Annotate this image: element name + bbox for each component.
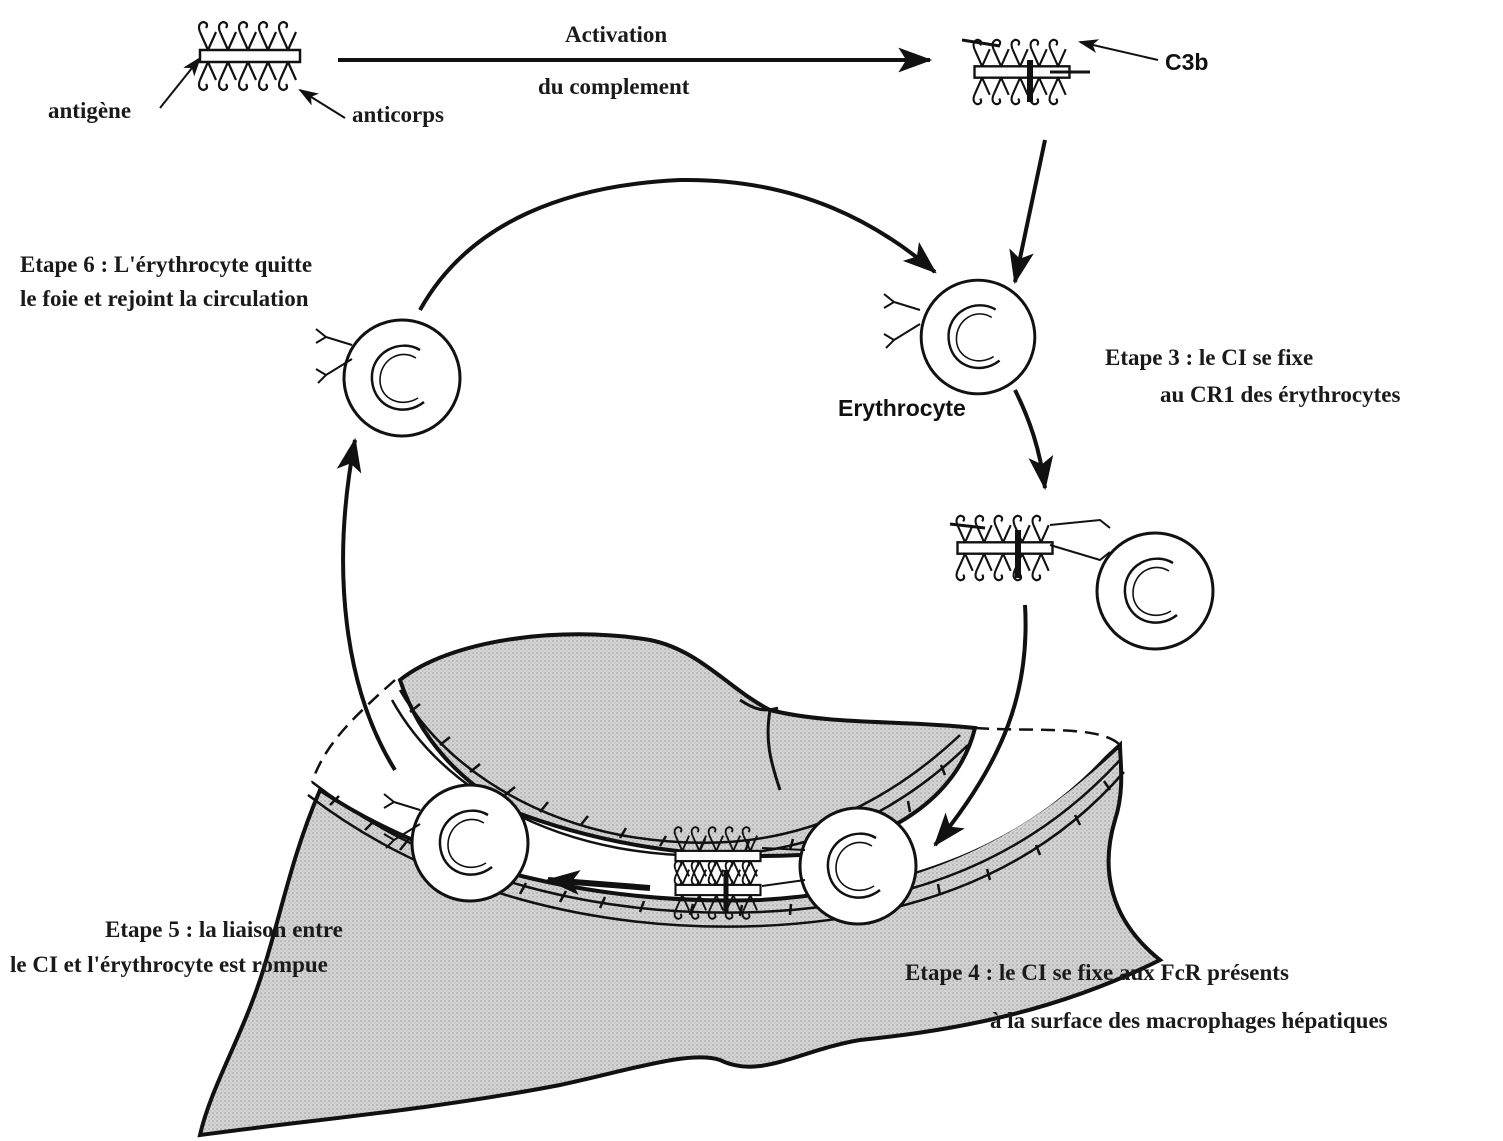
antibody-label: anticorps — [352, 102, 444, 127]
erythrocyte-circulating — [884, 280, 1035, 394]
step4-label-line2: à la surface des macrophages hépatiques — [990, 1008, 1388, 1033]
antibody-pointer — [300, 90, 345, 118]
c3b-pointer — [1080, 42, 1158, 60]
arrow-to-erythrocyte — [1015, 140, 1045, 282]
step6-label-line1: Etape 6 : L'érythrocyte quitte — [20, 252, 312, 277]
antigen-label: antigène — [48, 98, 131, 123]
c3b-label: C3b — [1165, 49, 1208, 75]
step5-label-line1: Etape 5 : la liaison entre — [105, 917, 343, 942]
step3-label-line1: Etape 3 : le CI se fixe — [1105, 345, 1313, 370]
activation-label-line2: du complement — [538, 74, 690, 99]
liver-dashed-outline-right — [975, 728, 1120, 745]
antigen-pointer — [160, 58, 200, 108]
immune-complex-initial — [199, 22, 300, 90]
arrow-step6-return — [420, 180, 935, 310]
arrow-step3-bind — [1015, 390, 1045, 488]
erythrocyte-with-complex — [950, 516, 1213, 649]
activation-label-line1: Activation — [565, 22, 667, 47]
step6-label-line2: le foie et rejoint la circulation — [20, 286, 309, 311]
step4-label-line1: Etape 4 : le CI se fixe aux FcR présents — [905, 960, 1289, 985]
erythrocyte-returned — [316, 320, 460, 436]
step5-label-line2: le CI et l'érythrocyte est rompue — [10, 952, 328, 977]
step3-label-line2: au CR1 des érythrocytes — [1160, 382, 1400, 407]
erythrocyte-label: Erythrocyte — [838, 395, 966, 421]
